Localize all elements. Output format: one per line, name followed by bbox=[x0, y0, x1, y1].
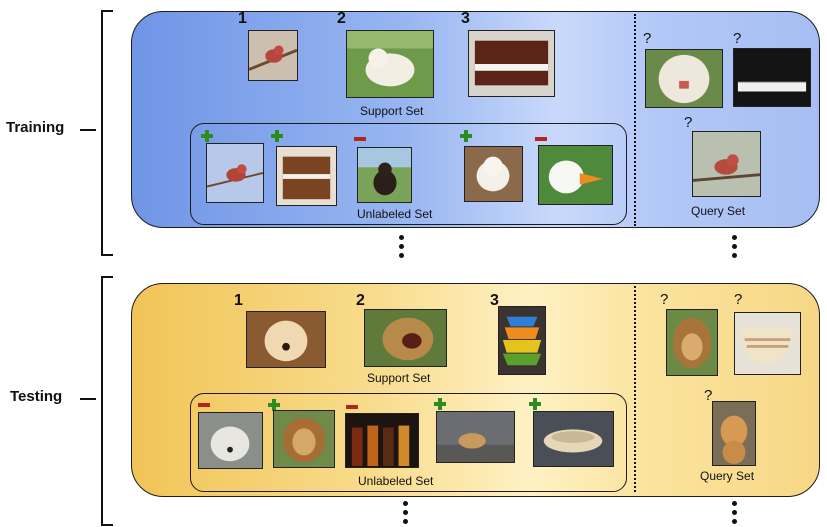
training-unlabeled-set-box bbox=[190, 123, 627, 225]
testing-dash bbox=[80, 398, 96, 400]
vertical-ellipsis-dot bbox=[403, 510, 408, 515]
training-support-number-3: 3 bbox=[461, 10, 470, 27]
testing-query-mark-2: ? bbox=[734, 291, 743, 308]
testing-query-mark-3: ? bbox=[704, 387, 713, 404]
training-bracket bbox=[101, 10, 113, 256]
plus-icon bbox=[268, 399, 280, 411]
testing-unlabeled-image-lion bbox=[273, 410, 335, 468]
testing-divider bbox=[634, 286, 636, 492]
testing-support-number-2: 2 bbox=[356, 292, 365, 309]
training-support-number-1: 1 bbox=[238, 10, 247, 27]
testing-support-number-3: 3 bbox=[490, 292, 499, 309]
vertical-ellipsis-dot bbox=[732, 519, 737, 524]
testing-unlabeled-image-dog-on-road bbox=[436, 411, 515, 463]
training-label: Training bbox=[6, 119, 65, 136]
training-support-number-2: 2 bbox=[337, 10, 346, 27]
training-support-image-white-dog bbox=[346, 30, 434, 98]
testing-unlabeled-image-bowls bbox=[533, 411, 614, 467]
testing-bracket bbox=[101, 276, 113, 526]
testing-support-image-golden-retriever bbox=[246, 311, 326, 368]
minus-icon bbox=[354, 133, 366, 145]
vertical-ellipsis-dot bbox=[732, 244, 737, 249]
testing-support-set-label: Support Set bbox=[367, 371, 431, 385]
training-unlabeled-set-label: Unlabeled Set bbox=[357, 207, 433, 221]
testing-query-image-lion bbox=[666, 309, 718, 376]
training-unlabeled-image-duck bbox=[538, 145, 613, 205]
training-unlabeled-image-finch bbox=[206, 143, 264, 203]
minus-icon bbox=[198, 399, 210, 411]
vertical-ellipsis-dot bbox=[732, 510, 737, 515]
minus-icon bbox=[535, 133, 547, 145]
testing-unlabeled-image-beer-bottles bbox=[345, 413, 419, 468]
training-query-image-shaggy-dog bbox=[645, 49, 723, 108]
training-query-mark-2: ? bbox=[733, 30, 742, 47]
testing-label: Testing bbox=[10, 388, 63, 405]
vertical-ellipsis-dot bbox=[403, 519, 408, 524]
training-query-mark-1: ? bbox=[643, 30, 652, 47]
testing-query-set-label: Query Set bbox=[700, 469, 755, 483]
vertical-ellipsis-dot bbox=[399, 244, 404, 249]
minus-icon bbox=[346, 401, 358, 413]
vertical-ellipsis-dot bbox=[732, 253, 737, 258]
plus-icon bbox=[434, 398, 446, 410]
testing-unlabeled-set-box bbox=[190, 393, 627, 492]
plus-icon bbox=[529, 398, 541, 410]
training-query-image-grand-piano bbox=[733, 48, 811, 107]
testing-unlabeled-image-wolf bbox=[198, 412, 263, 469]
training-dash bbox=[80, 129, 96, 131]
testing-query-image-bowl bbox=[734, 312, 801, 375]
training-support-image-finch bbox=[248, 30, 298, 81]
plus-icon bbox=[460, 130, 472, 142]
testing-unlabeled-set-label: Unlabeled Set bbox=[358, 474, 434, 488]
testing-support-number-1: 1 bbox=[234, 292, 243, 309]
training-query-image-finch bbox=[692, 131, 761, 197]
vertical-ellipsis-icon bbox=[732, 235, 737, 240]
vertical-ellipsis-dot bbox=[399, 253, 404, 258]
training-unlabeled-image-black-dog bbox=[357, 147, 412, 203]
training-divider bbox=[634, 14, 636, 226]
testing-query-mark-1: ? bbox=[660, 291, 669, 308]
training-unlabeled-image-upright-piano bbox=[276, 146, 337, 206]
testing-query-image-golden-retriever bbox=[712, 401, 756, 466]
training-query-set-label: Query Set bbox=[691, 204, 746, 218]
plus-icon bbox=[271, 130, 283, 142]
training-support-set-label: Support Set bbox=[360, 104, 424, 118]
vertical-ellipsis-icon bbox=[399, 235, 404, 240]
testing-support-image-stacked-bowls bbox=[498, 306, 546, 375]
vertical-ellipsis-icon bbox=[732, 501, 737, 506]
training-unlabeled-image-white-puppy bbox=[464, 146, 523, 202]
vertical-ellipsis-icon bbox=[403, 501, 408, 506]
training-support-image-piano bbox=[468, 30, 555, 97]
plus-icon bbox=[201, 130, 213, 142]
testing-support-image-roaring-lion bbox=[364, 309, 447, 367]
training-query-mark-3: ? bbox=[684, 114, 693, 131]
